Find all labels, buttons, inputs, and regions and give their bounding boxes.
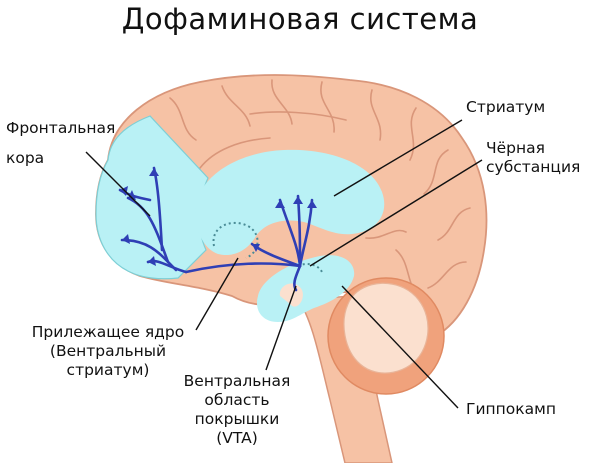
leader-substantia-nigra (309, 159, 483, 267)
leader-nucleus-accumbens (195, 257, 239, 331)
arrowhead-frontal-1 (148, 256, 156, 266)
diagram-title: Дофаминовая система (121, 2, 479, 36)
arrowhead-accumbens (252, 244, 260, 252)
cortical-folds (169, 79, 471, 297)
label-nucleus-accumbens-line-1: Прилежащее ядро (31, 323, 185, 341)
label-substantia-nigra-line-1: Чёрная (486, 139, 545, 157)
label-frontal-cortex-line-1: Фронтальная (6, 119, 116, 137)
midbrain-core (279, 283, 303, 307)
label-frontal-cortex: Фронтальная кора (6, 119, 115, 168)
leader-vta (265, 285, 297, 371)
striatum-region (195, 149, 385, 256)
label-striatum-line-1: Стриатум (466, 98, 546, 116)
label-nucleus-accumbens-line-2: (Вентральный (49, 342, 167, 360)
label-vta-line-1: Вентральная (183, 372, 291, 390)
arrowhead-frontal-2 (122, 234, 130, 244)
arrowhead-frontal-5 (120, 186, 128, 196)
arrowhead-striatum-3 (307, 200, 317, 208)
label-frontal-cortex-line-2: кора (6, 149, 45, 167)
leader-hippocampus (341, 285, 459, 409)
label-hippocampus-line-1: Гиппокамп (466, 400, 556, 418)
label-vta-line-4: (VTA) (216, 429, 258, 447)
leader-frontal-cortex (85, 151, 151, 217)
label-nucleus-accumbens: Прилежащее ядро (Вентральный стриатум) (20, 323, 196, 380)
pathway-arrowheads (120, 168, 317, 266)
label-substantia-nigra-line-2: субстанция (486, 158, 581, 176)
arrowhead-striatum-2 (293, 196, 303, 204)
leader-striatum (333, 119, 463, 197)
label-nucleus-accumbens-line-3: стриатум) (66, 361, 150, 379)
label-striatum: Стриатум (466, 98, 545, 117)
label-hippocampus: Гиппокамп (466, 400, 556, 419)
arrowhead-frontal-4 (149, 168, 159, 176)
hippocampus-region (343, 282, 429, 374)
label-substantia-nigra: Чёрная субстанция (486, 139, 580, 177)
label-vta-line-3: покрышки (194, 410, 280, 428)
label-vta: Вентральная область покрышки (VTA) (172, 372, 302, 448)
ventral-midbrain-region (256, 255, 355, 322)
arrowhead-striatum-1 (275, 200, 285, 208)
leader-lines (85, 119, 483, 409)
label-vta-line-2: область (204, 391, 270, 409)
arrowhead-frontal-3 (128, 190, 136, 200)
